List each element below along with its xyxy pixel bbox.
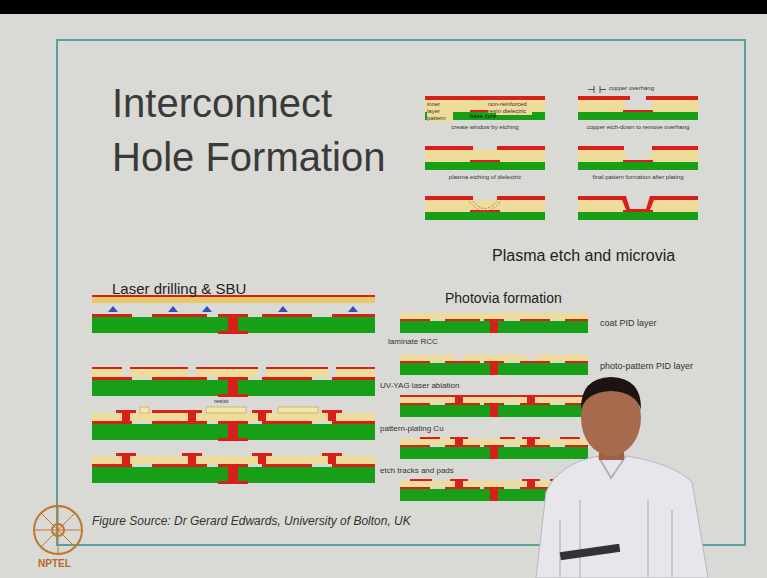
part-label: copper overhang [609,85,654,92]
section-heading: Plasma etch and microvia [492,247,675,265]
part-label: resist [214,398,228,405]
step-caption: final pattern formation after plating [568,174,708,181]
step-label: etch tracks and pads [380,466,454,475]
step-label: UV-YAG laser ablation [380,381,459,390]
logo-text: NPTEL [38,558,71,569]
part-label: base core [470,113,496,120]
step-caption: plasma etching of dielectric [415,174,555,181]
step-label: coat PID layer [600,318,657,328]
part-label: inner layer pattern [427,101,453,122]
slide-title: Interconnect Hole Formation [112,76,412,184]
section-heading: Laser drilling & SBU [112,280,246,297]
figure-source: Figure Source: Dr Gerard Edwards, Univer… [92,514,411,528]
step-caption: create window by etching [415,124,555,131]
step-caption: copper etch-down to remove overhang [568,124,708,131]
section-heading: Photovia formation [445,290,562,306]
step-label: photo-pattern PID layer [600,361,693,371]
step-label: pattern-plating Cu [380,424,444,433]
step-label: laminate RCC [388,337,438,346]
